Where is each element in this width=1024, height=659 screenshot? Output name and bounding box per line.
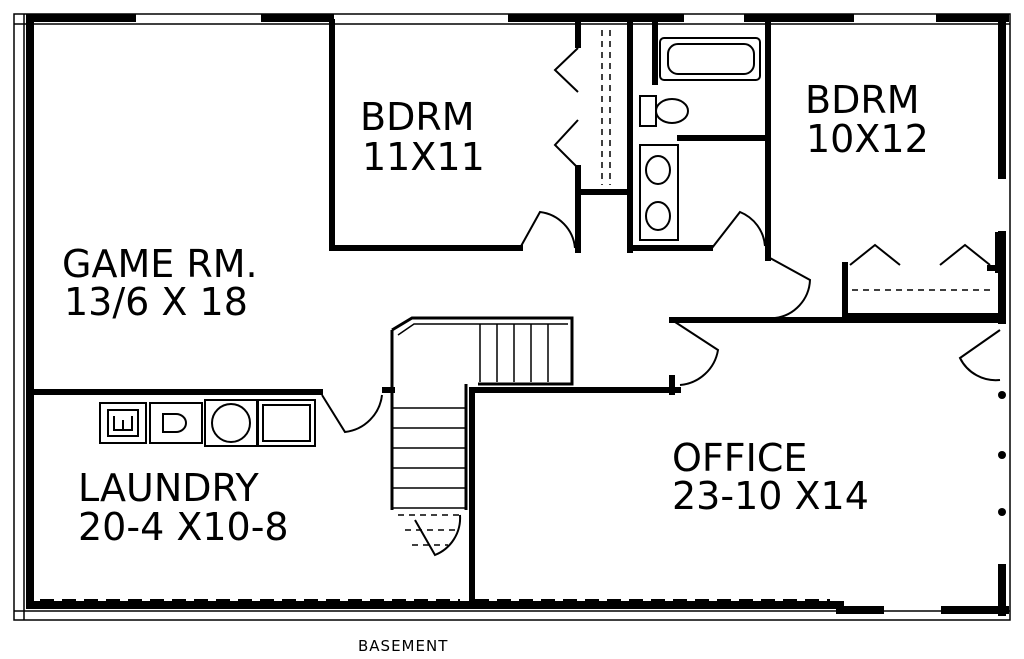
wall-dots — [998, 391, 1006, 516]
game-room-size: 13/6 X 18 — [64, 280, 248, 324]
interior-walls — [29, 19, 1005, 603]
bdrm-left-name: BDRM — [360, 95, 475, 139]
exterior-walls — [26, 14, 1009, 616]
sink-icon — [645, 155, 671, 185]
bath-fixtures — [639, 37, 761, 241]
doors — [321, 47, 1001, 557]
laundry-fixtures — [99, 399, 316, 447]
toilet-icon — [655, 98, 689, 124]
office-size: 23-10 X14 — [672, 474, 869, 518]
closet-shelves — [601, 30, 990, 291]
staircase — [390, 316, 574, 546]
office-name: OFFICE — [672, 436, 807, 480]
game-room-name: GAME RM. — [62, 242, 258, 286]
sink-icon — [645, 201, 671, 231]
water-heater-icon — [149, 402, 203, 444]
laundry-name: LAUNDRY — [78, 466, 260, 510]
room-labels: BDRM 11X11 BDRM 10X12 GAME RM. 13/6 X 18… — [62, 78, 929, 655]
bdrm-right-name: BDRM — [805, 78, 920, 122]
laundry-size: 20-4 X10-8 — [78, 505, 289, 549]
bdrm-right-size: 10X12 — [806, 117, 929, 161]
toilet-tank-icon — [639, 95, 657, 127]
window-marks — [27, 35, 830, 601]
bdrm-left-size: 11X11 — [362, 135, 485, 179]
plan-caption: BASEMENT — [358, 637, 448, 655]
